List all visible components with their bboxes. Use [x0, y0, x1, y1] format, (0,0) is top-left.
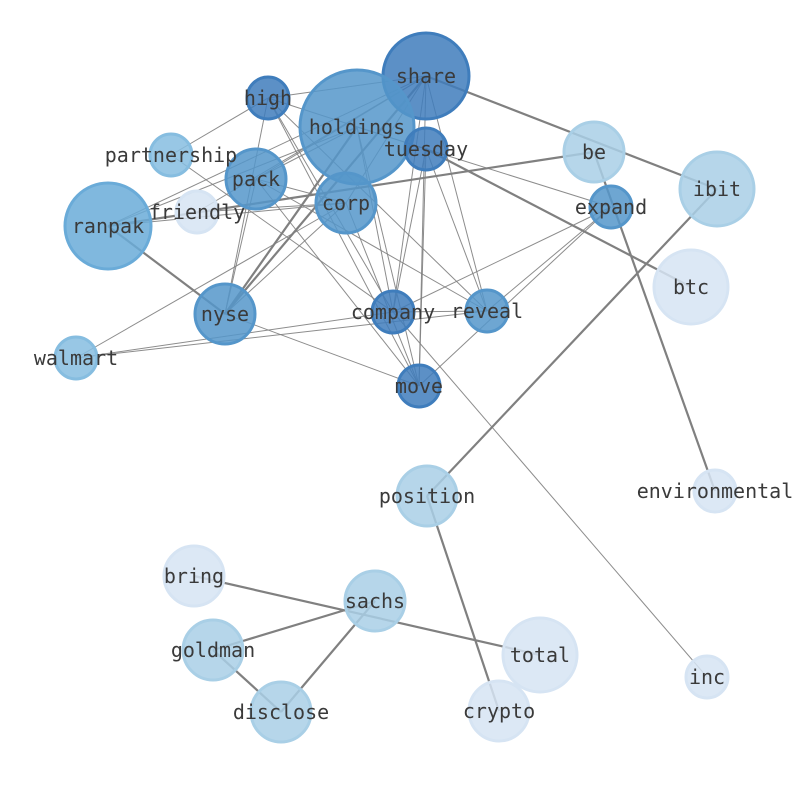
edge-pack-move	[255, 178, 420, 387]
node-label-walmart: walmart	[34, 346, 118, 370]
node-label-bring: bring	[164, 564, 224, 588]
edge-walmart-corp	[75, 202, 347, 359]
node-label-corp: corp	[322, 191, 370, 215]
node-sachs[interactable]	[343, 569, 407, 633]
node-corp[interactable]	[314, 171, 378, 235]
node-label-ranpak: ranpak	[72, 214, 144, 238]
node-btc[interactable]	[652, 248, 730, 326]
node-label-share: share	[396, 64, 456, 88]
node-friendly[interactable]	[174, 189, 220, 235]
node-label-disclose: disclose	[233, 700, 329, 724]
edge-company-inc	[392, 311, 708, 678]
node-reveal[interactable]	[464, 288, 510, 334]
node-label-partnership: partnership	[105, 143, 237, 167]
edge-ibit-position	[426, 188, 718, 497]
edge-walmart-reveal	[75, 310, 488, 359]
node-bring[interactable]	[162, 544, 226, 608]
edge-tuesday-move	[418, 148, 427, 387]
edge-position-crypto	[425, 495, 501, 712]
node-be[interactable]	[562, 120, 626, 184]
edge-nyse-move	[224, 313, 420, 387]
node-goldman[interactable]	[181, 618, 245, 682]
node-move[interactable]	[396, 363, 442, 409]
node-label-expand: expand	[575, 195, 647, 219]
edge-tuesday-company	[392, 148, 427, 313]
node-label-move: move	[395, 374, 443, 398]
node-label-sachs: sachs	[345, 589, 405, 613]
node-ibit[interactable]	[678, 150, 756, 228]
edge-high-move	[267, 97, 420, 387]
node-nyse[interactable]	[193, 282, 257, 346]
edge-expand-company	[392, 206, 612, 313]
node-position[interactable]	[395, 464, 459, 528]
node-label-position: position	[379, 484, 475, 508]
node-crypto[interactable]	[467, 679, 531, 743]
node-label-crypto: crypto	[463, 699, 535, 723]
node-label-be: be	[582, 140, 606, 164]
node-walmart[interactable]	[53, 335, 99, 381]
node-environmental[interactable]	[692, 468, 738, 514]
nodes	[53, 31, 756, 744]
edge-expand-move	[418, 206, 612, 387]
node-label-ibit: ibit	[693, 177, 741, 201]
node-pack[interactable]	[224, 147, 288, 211]
node-disclose[interactable]	[249, 680, 313, 744]
node-label-pack: pack	[232, 167, 280, 191]
node-label-holdings: holdings	[309, 115, 405, 139]
node-label-high: high	[244, 86, 292, 110]
node-total[interactable]	[501, 616, 579, 694]
node-label-goldman: goldman	[171, 638, 255, 662]
node-label-tuesday: tuesday	[384, 137, 468, 161]
edge-pack-reveal	[255, 178, 488, 312]
node-partnership[interactable]	[148, 132, 194, 178]
node-label-inc: inc	[689, 665, 725, 689]
node-label-nyse: nyse	[201, 302, 249, 326]
node-label-company: company	[351, 300, 435, 324]
node-label-reveal: reveal	[451, 299, 523, 323]
node-company[interactable]	[370, 289, 416, 335]
edge-expand-reveal	[486, 206, 612, 312]
edge-tuesday-btc	[425, 148, 692, 288]
edge-tuesday-expand	[425, 148, 612, 208]
node-label-environmental: environmental	[637, 479, 794, 503]
node-high[interactable]	[245, 75, 291, 121]
node-expand[interactable]	[588, 184, 634, 230]
node-ranpak[interactable]	[63, 181, 153, 271]
node-label-total: total	[510, 643, 570, 667]
node-label-btc: btc	[673, 275, 709, 299]
node-inc[interactable]	[684, 654, 730, 700]
node-label-friendly: friendly	[149, 200, 245, 224]
node-tuesday[interactable]	[403, 126, 449, 172]
